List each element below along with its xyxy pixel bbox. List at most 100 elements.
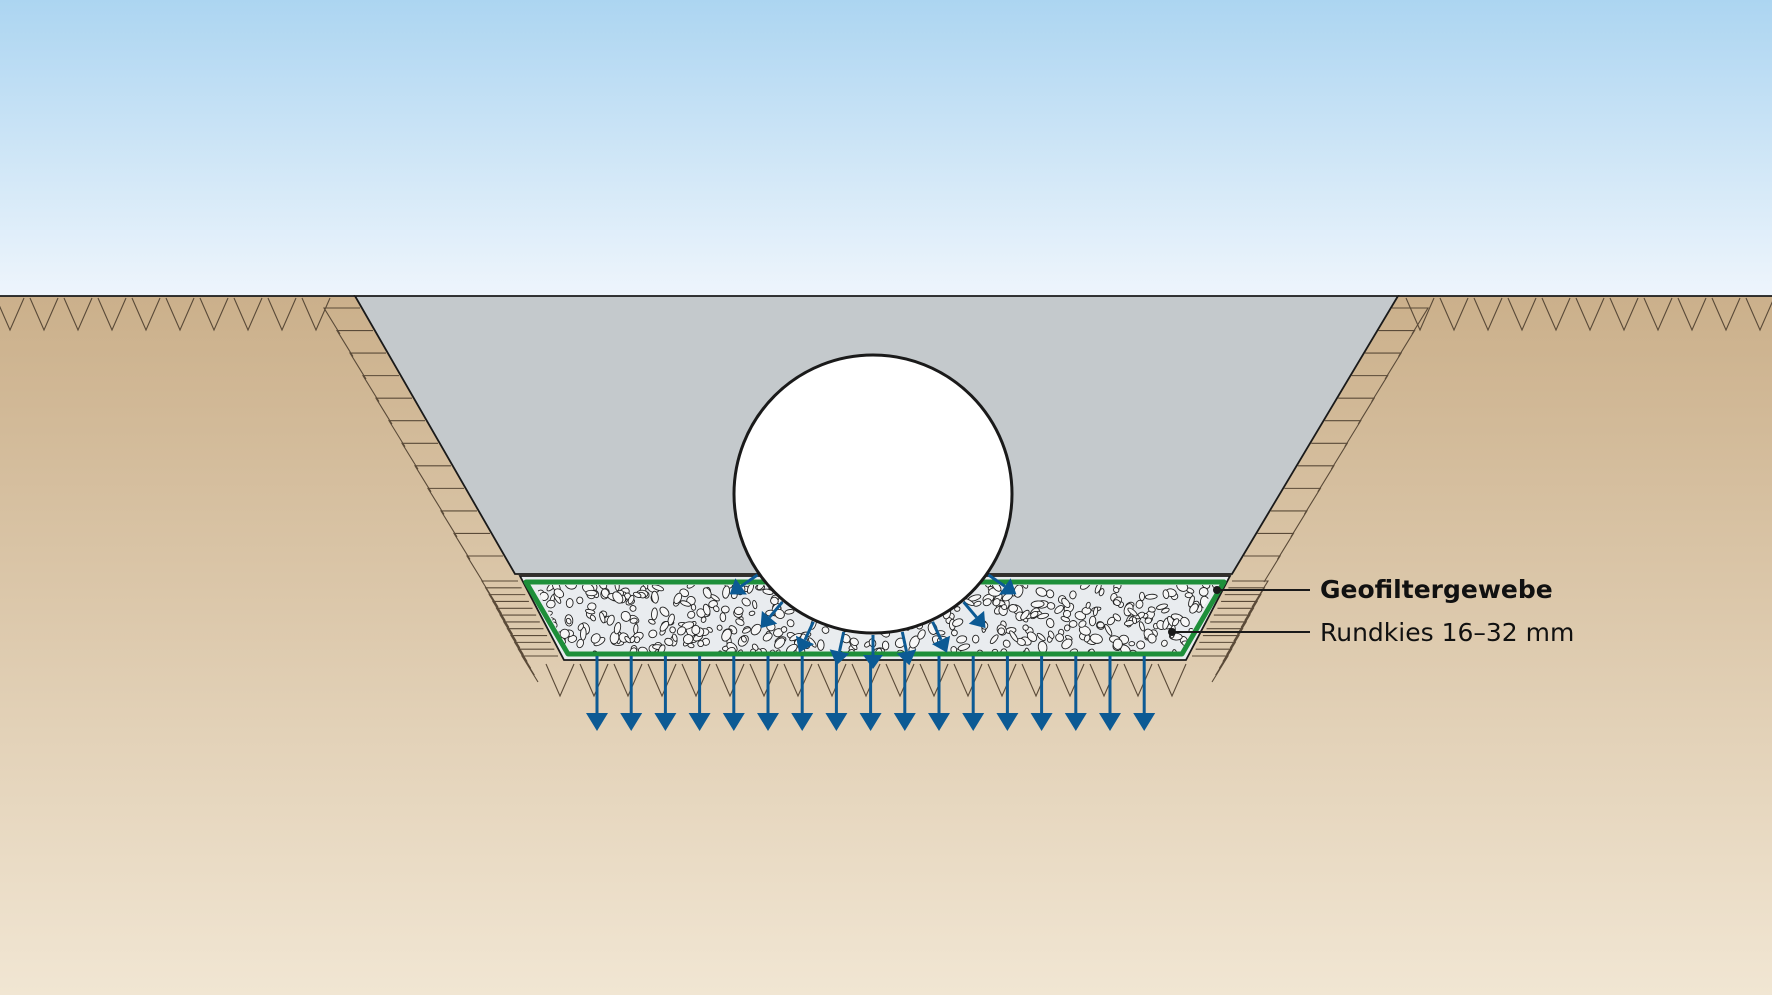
hatch-mark [521,655,558,683]
gravel-leader-dot [1168,628,1176,636]
pebble [1094,585,1102,594]
pebble [1176,585,1189,592]
pebble [629,617,638,624]
pebble [1127,607,1138,617]
pebble [565,598,574,608]
pebble [992,585,1002,592]
pebble [559,628,570,639]
hatch-mark [427,487,464,515]
pebble [1106,616,1116,626]
pebble [1026,631,1038,642]
water-flow-arrow-icon [654,713,677,731]
pebble [672,633,678,642]
hatch-mark [1338,397,1376,425]
pebble [1079,585,1091,590]
pebble [576,638,585,649]
water-flow-arrow-icon [900,631,908,652]
water-flow-arrow-icon [1133,713,1156,731]
hatch-mark [1123,663,1153,698]
pebble [1020,609,1030,621]
pebble [1188,595,1195,608]
water-flow-arrow-icon [893,713,916,731]
pebble [687,610,696,619]
hatch-mark [97,297,127,332]
hatch-mark [817,663,847,698]
pebble [667,613,675,626]
pebble [686,585,697,589]
pebble [648,629,658,639]
hatch-mark [165,297,195,332]
water-flow-arrow-icon [1099,713,1121,731]
hatch-mark [1192,655,1229,683]
water-flow-arrow-icon [838,631,846,652]
pebble [1144,617,1152,624]
hatch-mark [401,442,438,470]
pebble [589,614,596,622]
hatch-mark [29,297,59,332]
hatch-mark [388,420,425,448]
pebble [762,588,774,595]
water-flow-arrow-icon [999,578,1017,595]
pebble [633,591,642,598]
pebble [613,622,622,635]
hatch-mark [953,663,983,698]
hatch-mark [466,555,503,583]
pebble [680,600,691,607]
water-flow-arrow-icon [760,610,778,629]
pebble [784,609,795,615]
pebble [627,594,635,605]
pebble [691,624,701,635]
hatch-mark [336,329,373,357]
pebble [722,585,731,599]
pebble [1085,601,1091,609]
pebble [1128,641,1136,647]
pebble [1147,633,1157,644]
pebble [972,634,980,644]
pebble [1112,638,1123,650]
pebble [997,627,1006,635]
pebble [1037,612,1050,620]
pebble [989,634,999,645]
water-flow-arrow-icon [740,573,759,588]
pebble [669,626,676,634]
hatch-mark [414,465,451,493]
pebble [1022,624,1029,631]
pebble [633,623,639,635]
water-flow-arrow-icon [688,713,711,731]
hatch-mark [1157,663,1187,698]
sky [0,0,1772,296]
gravel-label: Rundkies 16–32 mm [1320,618,1575,647]
water-flow-arrow-icon [1064,713,1087,731]
hatch-mark [1244,555,1281,583]
pebble [1147,606,1156,613]
pebble [750,623,762,636]
water-flow-arrow-icon [931,621,943,641]
water-flow-arrow-icon [859,713,882,731]
pebble [817,639,825,651]
pebble [1198,587,1209,597]
pebble [1036,632,1046,642]
water-flow-arrow-icon [722,713,745,731]
pebble [1069,590,1077,600]
pebble [710,594,720,602]
pebble [1144,593,1158,600]
pebble [590,633,601,644]
pebble [673,592,683,605]
hatch-mark [1311,442,1349,470]
hatch-mark [1439,297,1469,332]
water-flow-arrow-icon [729,578,747,595]
pebble [585,608,596,615]
pebble [780,626,788,633]
hatch-mark [323,307,360,335]
pebble [1055,633,1064,642]
hatch-mark [1089,663,1119,698]
hatch-mark [613,663,643,698]
pebble [612,591,624,604]
pebble [1002,639,1011,648]
hatch-mark [885,663,915,698]
pebble [697,640,705,648]
hatch-mark [1324,420,1362,448]
water-flow-arrow-icon [620,713,643,731]
pebble [1096,621,1105,629]
pebble [1131,616,1138,625]
